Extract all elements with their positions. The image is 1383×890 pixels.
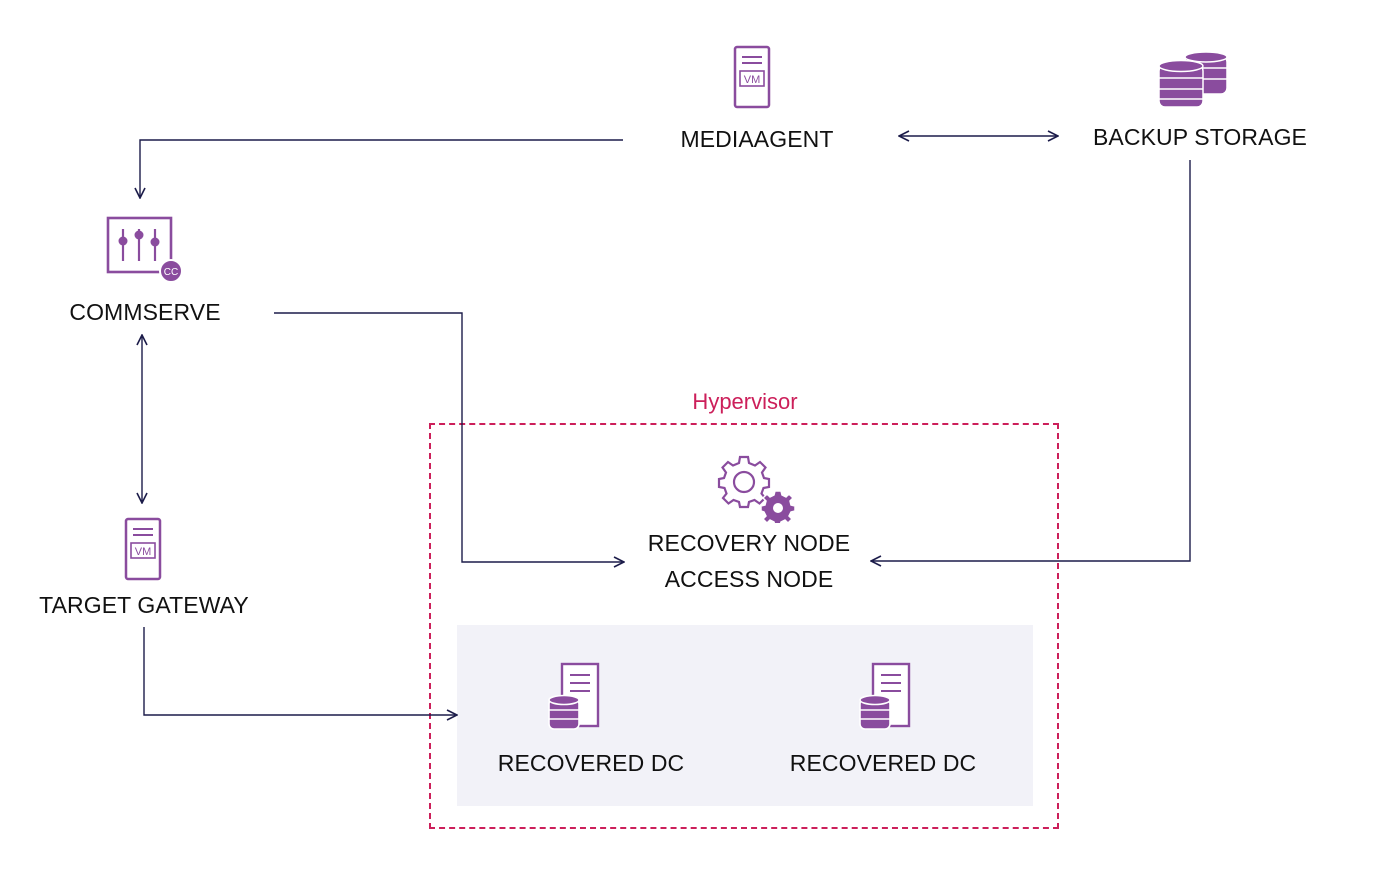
gears-icon	[717, 455, 796, 523]
arrow-backup-storage-to-recovery-node	[871, 160, 1191, 561]
control-panel-icon: CC	[106, 216, 183, 283]
server-database-icon	[548, 662, 600, 730]
target-gateway-label: TARGET GATEWAY	[39, 592, 249, 618]
recovered-dc-1-label: RECOVERED DC	[497, 750, 685, 776]
mediaagent-icon-text: VM	[744, 74, 761, 86]
arrow-commserve-to-recovery-node	[274, 312, 624, 562]
access-node-label: ACCESS NODE	[664, 566, 834, 592]
recovery-node-label: RECOVERY NODE	[647, 530, 851, 556]
hypervisor-boundary	[429, 423, 1059, 829]
vm-server-icon: VM	[733, 45, 771, 109]
arrow-mediaagent-to-commserve	[140, 139, 623, 198]
hypervisor-label: Hypervisor	[692, 389, 798, 414]
database-stack-icon	[1158, 51, 1228, 108]
server-database-icon	[859, 662, 911, 730]
commserve-label: COMMSERVE	[69, 299, 221, 325]
backup-storage-label: BACKUP STORAGE	[1092, 124, 1308, 150]
vm-server-icon: VM	[124, 517, 162, 581]
recovered-dc-2-label: RECOVERED DC	[789, 750, 977, 776]
target-gateway-icon-text: VM	[135, 546, 152, 558]
arrow-target-gateway-to-recovered-dc	[143, 627, 457, 715]
commserve-badge-text: CC	[164, 267, 178, 278]
mediaagent-label: MEDIAAGENT	[680, 126, 834, 152]
